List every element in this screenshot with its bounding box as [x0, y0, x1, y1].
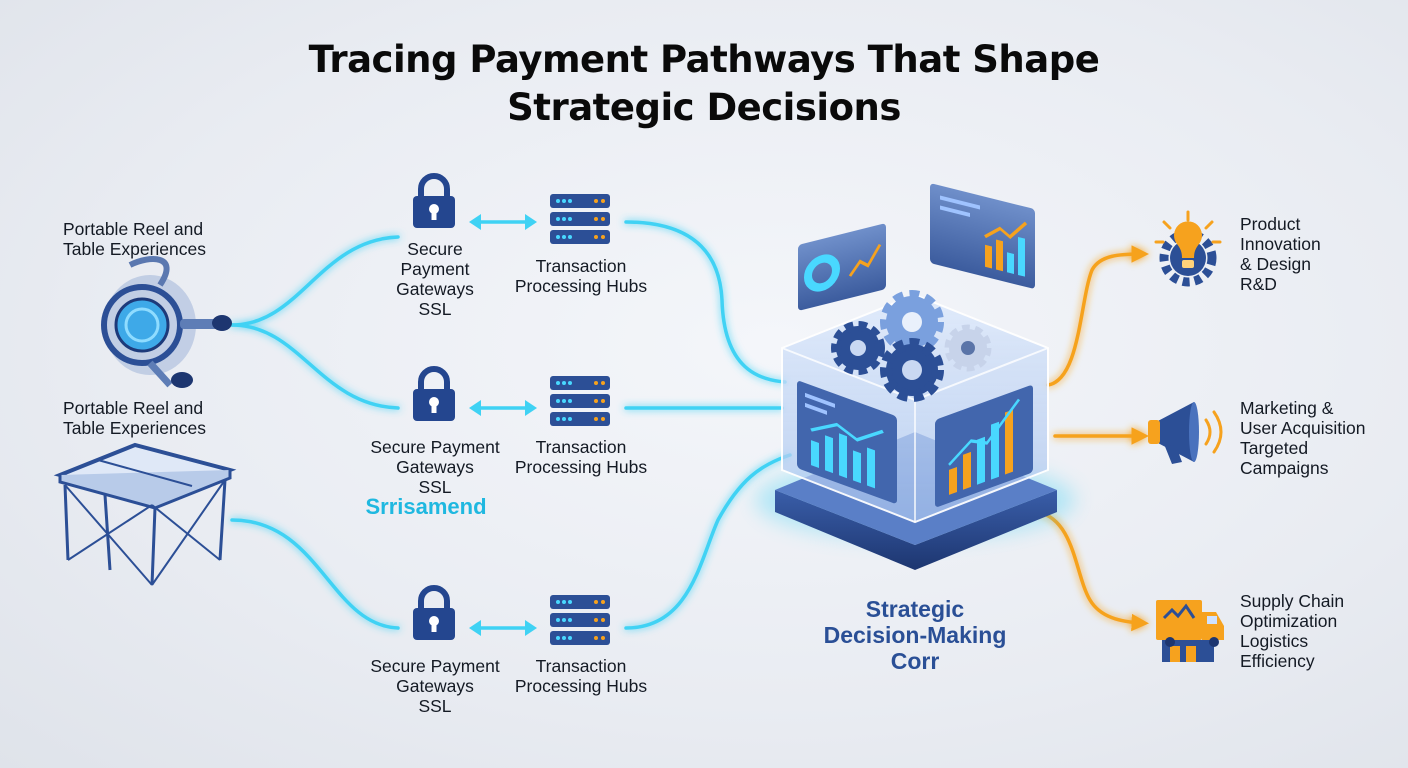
server-rack-icon: [550, 194, 610, 244]
server-rack-icon: [550, 376, 610, 426]
fishing-reel-icon: [101, 256, 232, 388]
decision-cube-icon: [755, 183, 1075, 570]
page-title-line2: Strategic Decisions: [507, 86, 901, 129]
server-rack-icon: [550, 595, 610, 645]
flow-annotation: Srrisamend: [365, 494, 487, 519]
outcome-label-supply-chain: Supply Chain Optimization Logistics Effi…: [1240, 591, 1345, 671]
padlock-icon: [413, 588, 455, 640]
hub-label: Transaction Processing Hubs: [514, 437, 648, 477]
gateway-label: Secure Payment Gateways SSL: [370, 656, 500, 716]
padlock-icon: [413, 369, 455, 421]
bidirectional-arrow-icon: [467, 618, 539, 638]
outflow-arrows: [1036, 245, 1149, 632]
megaphone-icon: [1148, 402, 1223, 464]
gateway-label: Secure Payment Gateways SSL: [396, 239, 474, 319]
padlock-icon: [413, 176, 455, 228]
inflow-lines: [230, 220, 792, 630]
gateway-label: Secure Payment Gateways SSL: [370, 437, 500, 497]
page-title: Tracing Payment Pathways That Shape: [308, 38, 1100, 81]
hub-label: Transaction Processing Hubs: [514, 256, 648, 296]
hub-label: Transaction Processing Hubs: [514, 656, 648, 696]
outcome-label-product: Product Innovation & Design R&D: [1240, 214, 1321, 294]
delivery-truck-icon: [1156, 600, 1224, 662]
bidirectional-arrow-icon: [467, 212, 539, 232]
bidirectional-arrow-icon: [467, 398, 539, 418]
outcome-label-marketing: Marketing & User Acquisition Targeted Ca…: [1240, 398, 1366, 478]
source-label: Portable Reel and Table Experiences: [63, 398, 206, 438]
lightbulb-gear-icon: [1154, 210, 1222, 287]
folding-table-icon: [53, 442, 237, 586]
core-label: Strategic Decision-Making Corr: [823, 596, 1007, 674]
source-label: Portable Reel and Table Experiences: [63, 219, 206, 259]
